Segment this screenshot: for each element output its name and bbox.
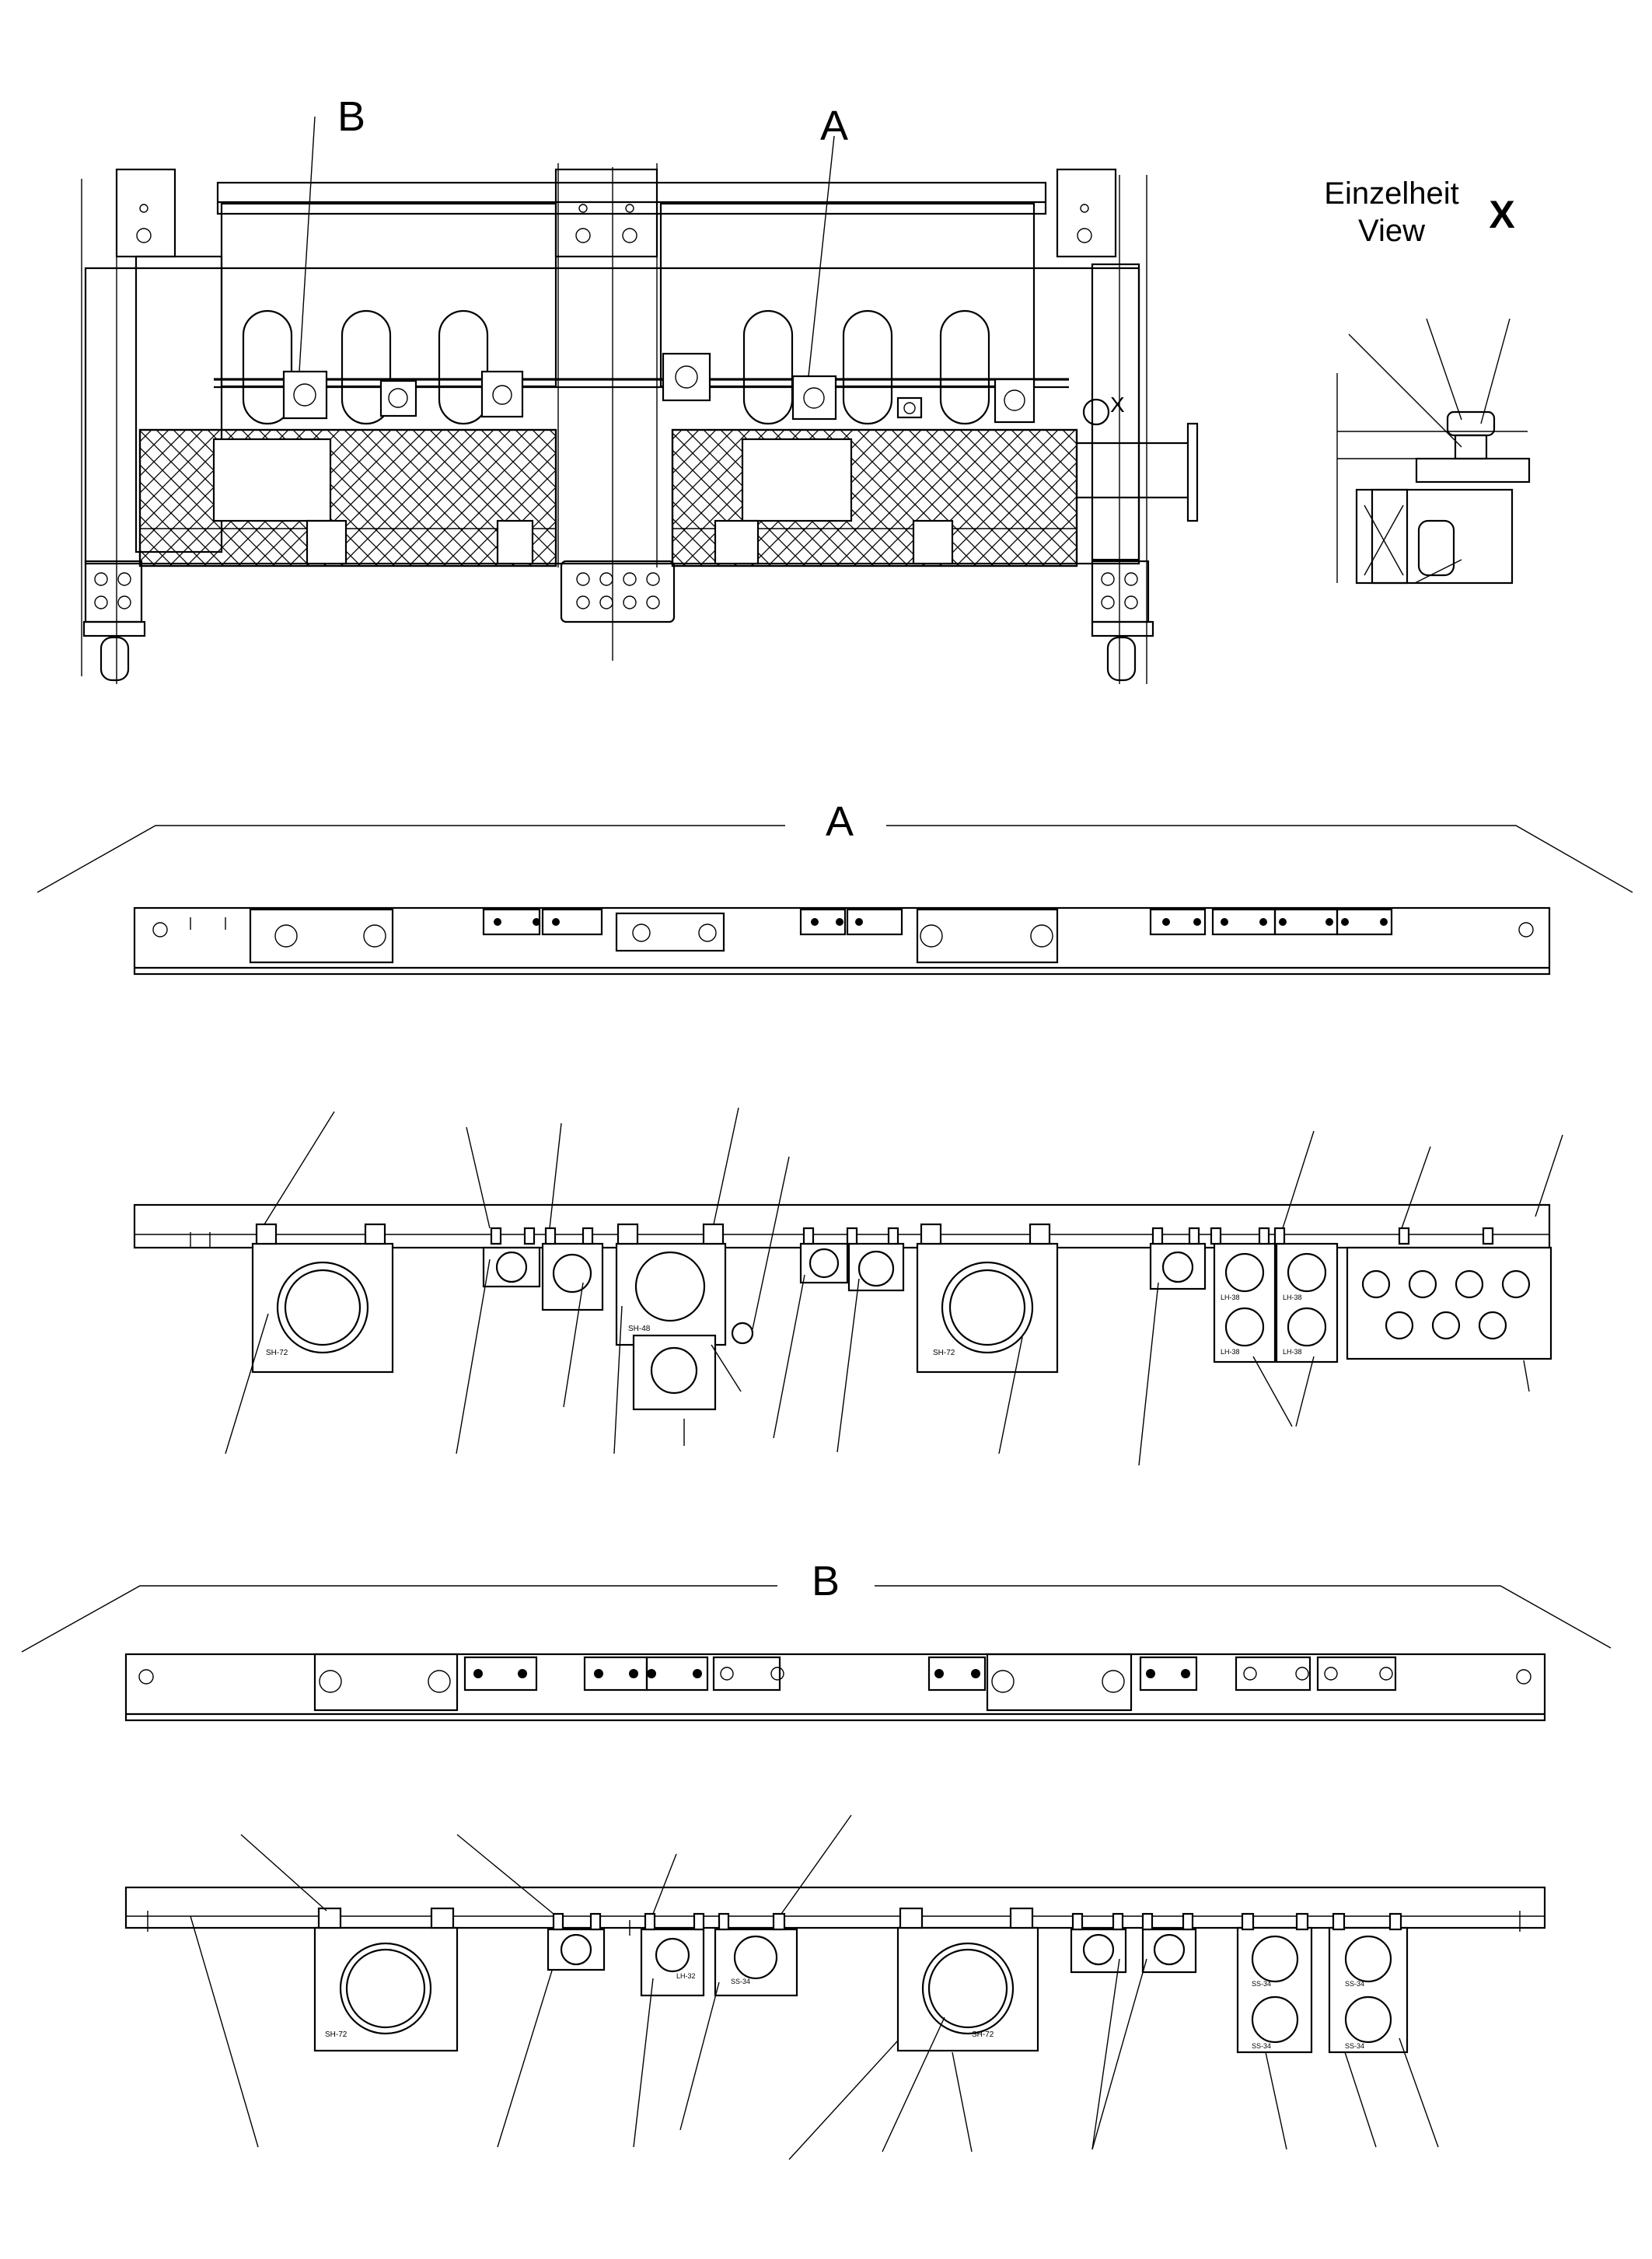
bottom-terminal-plates — [82, 560, 1154, 682]
clamp-ss34-stack-b2: SS-34 SS-34 — [1328, 1926, 1409, 2054]
clamp-mark: LH-38 — [1283, 1348, 1302, 1356]
clamp-mark: LH-38 — [1283, 1294, 1302, 1301]
leader-lines-a — [225, 1107, 1563, 1466]
clamp-sh72-b1: SH-72 — [313, 1907, 459, 2052]
detail-title-mark: X — [1489, 193, 1514, 236]
clamp-mark: SS-34 — [1252, 1980, 1271, 1988]
clamp-mark: SS-34 — [1345, 1980, 1364, 1988]
clamp-ss34-stack-b1: SS-34 SS-34 — [1236, 1926, 1313, 2054]
clamp-lh32-b1 — [547, 1928, 606, 1971]
cylinder-row — [242, 309, 990, 425]
detail-x-callout: X — [1110, 393, 1125, 417]
leader-lines-b — [190, 1814, 1439, 2160]
rail-b-top — [124, 1653, 1546, 1722]
rail-a-front — [133, 1203, 1551, 1249]
clamp-sh72-a2: SH-72 — [916, 1242, 1059, 1374]
detail-title-view: View — [1358, 214, 1425, 248]
terminal-plate-a — [1346, 1246, 1552, 1360]
section-b-top-view — [124, 1653, 1546, 1722]
rail-b-front — [124, 1886, 1546, 1929]
clamp-mark: LH-38 — [1221, 1348, 1240, 1356]
clamp-lh38-a2 — [847, 1242, 905, 1292]
section-a-top-view — [133, 906, 1551, 976]
clamp-mark: SH-72 — [325, 2030, 348, 2039]
clamp-mark: LH-32 — [676, 1972, 696, 1980]
clamp-mark: SH-72 — [972, 2030, 994, 2039]
clamp-lh32-a1 — [482, 1246, 541, 1288]
top-mount-plates — [115, 168, 1117, 258]
section-b-front-view: SH-72 LH-32 SS-34 SH-72 — [124, 1886, 1546, 2054]
clamp-lh38-stack-a: LH-38 LH-38 LH-38 LH-38 — [1213, 1242, 1339, 1363]
clamp-rail-top — [214, 352, 1069, 424]
clamp-sh72-b2: SH-72 — [896, 1926, 1039, 2052]
detail-x-view: Einzelheit View X — [1324, 176, 1531, 585]
clamp-mark: LH-38 — [1221, 1294, 1240, 1301]
clamp-lh32-a3 — [1149, 1242, 1207, 1290]
clamp-ss34-b3 — [1141, 1928, 1197, 1974]
view-a-callout: A — [820, 103, 848, 149]
detail-title-einzelheit: Einzelheit — [1324, 176, 1458, 211]
clamp-mark: SH-48 — [628, 1325, 651, 1333]
section-a-front-view: SH-72 SH-48 SH-72 — [133, 1203, 1552, 1411]
clamp-mark: SH-72 — [933, 1349, 955, 1357]
clamp-lh32-a2 — [799, 1242, 849, 1284]
clamp-lh38-a1 — [541, 1242, 604, 1311]
clamp-ss34-b2 — [1070, 1928, 1127, 1974]
rail-a-bolts — [490, 1223, 1494, 1245]
rail-b-bolts — [552, 1907, 1402, 1931]
clamp-sh72-a1: SH-72 — [251, 1223, 394, 1374]
insulation-blocks — [138, 422, 1199, 567]
clamp-lh32-b2: LH-32 — [640, 1928, 705, 1997]
assembly-overview: X B A — [81, 93, 1199, 684]
section-a: A — [37, 798, 1633, 1466]
view-b-callout: B — [337, 93, 365, 140]
rail-a-top — [133, 906, 1551, 976]
clamp-mark: SH-72 — [266, 1349, 288, 1357]
section-b: B — [21, 1558, 1612, 2160]
clamp-mark: SS-34 — [731, 1978, 750, 1985]
section-a-title: A — [826, 798, 854, 845]
clamp-mark: SS-34 — [1252, 2042, 1271, 2050]
clamp-mark: SS-34 — [1345, 2042, 1364, 2050]
clamp-ss34-b1: SS-34 — [714, 1928, 798, 1997]
section-b-title: B — [812, 1558, 840, 1604]
insulation-block-left — [138, 428, 557, 567]
clamp-sh48-a: SH-48 — [615, 1242, 754, 1411]
